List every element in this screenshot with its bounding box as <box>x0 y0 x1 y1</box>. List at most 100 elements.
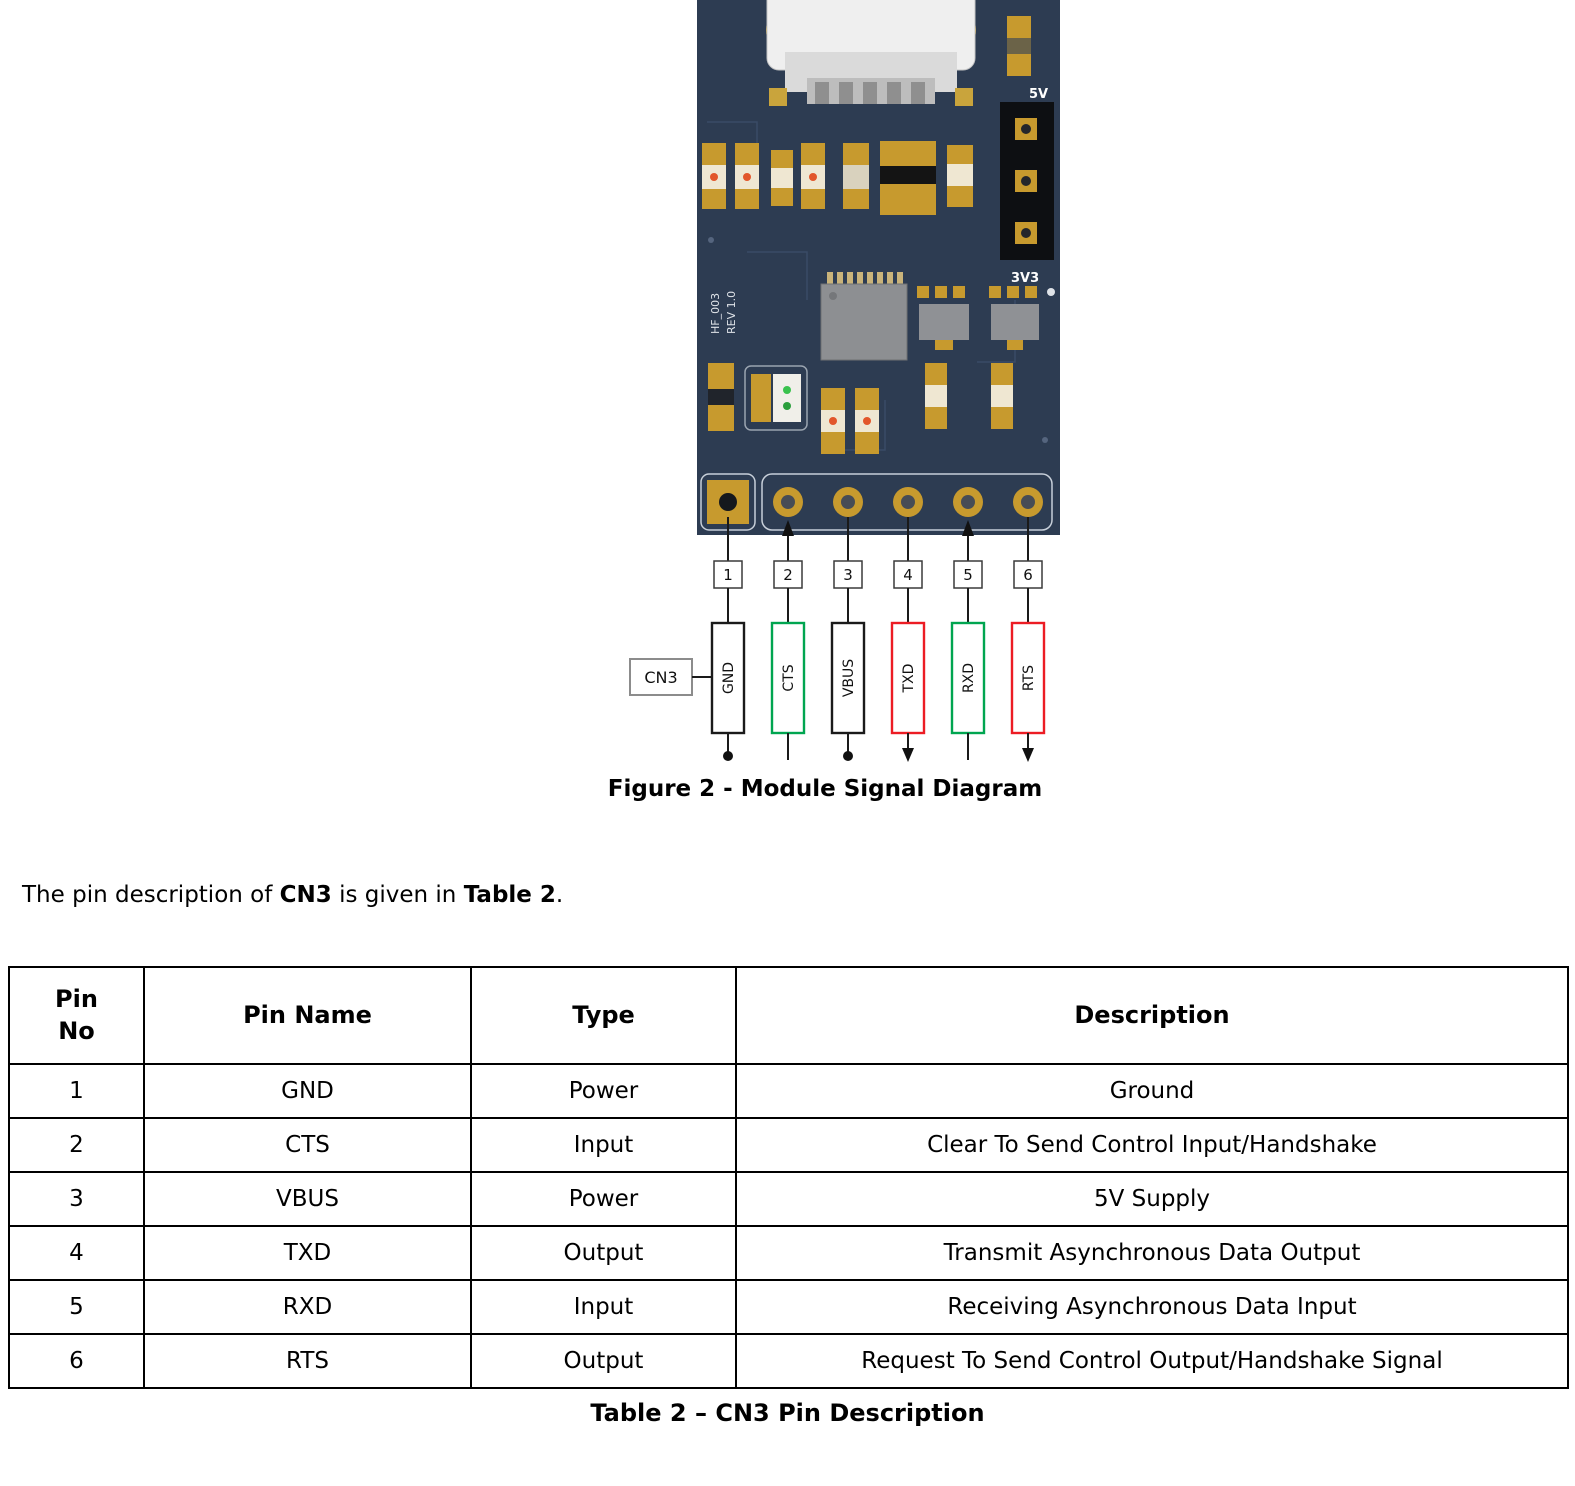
pin-column-2: 2 CTS <box>770 520 806 760</box>
pin-column-1: 1 GND <box>710 517 746 761</box>
table-header-row: Pin No Pin Name Type Description <box>8 966 1569 1065</box>
table-row-5: 5 RXD Input Receiving Asynchronous Data … <box>8 1278 1569 1335</box>
pin-label-box <box>830 621 866 735</box>
pin-label: VBUS <box>841 659 857 697</box>
cell-pin-no: 1 <box>8 1062 145 1119</box>
silkscreen-revision: REV 1.0 <box>725 291 738 334</box>
cell-description: Transmit Asynchronous Data Output <box>735 1224 1569 1281</box>
pin-number-box <box>953 560 983 589</box>
status-led <box>773 374 801 422</box>
cell-type: Output <box>470 1224 737 1281</box>
cell-pin-name: CTS <box>143 1116 472 1173</box>
pin-label: RTS <box>1021 665 1037 691</box>
pad-pin-3 <box>833 487 863 517</box>
cell-type: Power <box>470 1170 737 1227</box>
cell-type: Input <box>470 1278 737 1335</box>
transistor-2 <box>989 286 1039 350</box>
pad-pin-2 <box>773 487 803 517</box>
pin-column-3: 3 VBUS <box>830 517 866 761</box>
via <box>1047 288 1055 296</box>
table-row-3: 3 VBUS Power 5V Supply <box>8 1170 1569 1227</box>
lower-components <box>708 363 1013 454</box>
intro-text-1: The pin description of <box>22 882 280 908</box>
cell-pin-no: 3 <box>8 1170 145 1227</box>
table-caption: Table 2 – CN3 Pin Description <box>590 1398 985 1427</box>
cell-type: Power <box>470 1062 737 1119</box>
input-arrow-icon <box>782 520 794 536</box>
intro-paragraph: The pin description of CN3 is given in T… <box>22 882 1575 908</box>
power-terminal-dot <box>843 751 853 761</box>
cell-pin-name: GND <box>143 1062 472 1119</box>
cell-description: Receiving Asynchronous Data Input <box>735 1278 1569 1335</box>
cn3-label-text: CN3 <box>644 668 677 687</box>
table2-reference: Table 2 <box>463 882 556 908</box>
cell-type: Output <box>470 1332 737 1389</box>
module-signal-figure: 5V 3V3 HF_003 REV 1.0 <box>545 0 1105 802</box>
cell-pin-name: RXD <box>143 1278 472 1335</box>
cn3-connector-label: CN3 <box>629 658 712 696</box>
input-arrow-icon <box>962 520 974 536</box>
cell-description: Ground <box>735 1062 1569 1119</box>
cell-description: Request To Send Control Output/Handshake… <box>735 1332 1569 1389</box>
cell-pin-no: 2 <box>8 1116 145 1173</box>
cell-type: Input <box>470 1116 737 1173</box>
pin-number: 2 <box>783 566 793 584</box>
pad-pin-4 <box>893 487 923 517</box>
pin-number: 4 <box>903 566 913 584</box>
passive-components-row <box>702 141 973 215</box>
cell-description: Clear To Send Control Input/Handshake <box>735 1116 1569 1173</box>
pin-label: CTS <box>781 664 797 691</box>
cn3-reference: CN3 <box>279 882 332 908</box>
figure-caption: Figure 2 - Module Signal Diagram <box>607 776 1043 802</box>
cell-pin-no: 4 <box>8 1224 145 1281</box>
pin-number-box <box>713 560 743 589</box>
cell-description: 5V Supply <box>735 1170 1569 1227</box>
pin-number-box <box>1013 560 1043 589</box>
pin-label-box <box>770 621 806 735</box>
cell-pin-no: 5 <box>8 1278 145 1335</box>
output-arrow-icon <box>1022 748 1034 762</box>
pad-pin-1 <box>700 473 756 531</box>
power-terminal-dot <box>723 751 733 761</box>
pin-number-box <box>773 560 803 589</box>
pin-header-3pin <box>1000 102 1054 260</box>
pin-number: 6 <box>1023 566 1033 584</box>
pin-column-4: 4 TXD <box>890 517 926 762</box>
pin-label: GND <box>721 662 737 694</box>
pin-number: 3 <box>843 566 853 584</box>
pin-number: 1 <box>723 566 733 584</box>
pin-number: 5 <box>963 566 973 584</box>
cell-pin-no: 6 <box>8 1332 145 1389</box>
pad-pin-5 <box>953 487 983 517</box>
intro-text-3: . <box>555 882 564 908</box>
silkscreen-part-number: HF_003 <box>709 293 722 334</box>
pin-description-table: Pin No Pin Name Type Description 1 GND P… <box>8 966 1569 1389</box>
usb-connector <box>766 0 976 106</box>
header-description: Description <box>735 966 1569 1065</box>
header-pin-name: Pin Name <box>143 966 472 1065</box>
connector-pads <box>700 473 1053 531</box>
pin-label-box <box>1010 621 1046 735</box>
header-type: Type <box>470 966 737 1065</box>
cell-pin-name: TXD <box>143 1224 472 1281</box>
pad-pin-6 <box>1013 487 1043 517</box>
module-signal-diagram: 5V 3V3 HF_003 REV 1.0 <box>629 0 1060 762</box>
pin-column-6: 6 RTS <box>1010 517 1046 762</box>
cell-pin-name: VBUS <box>143 1170 472 1227</box>
cell-pin-name: RTS <box>143 1332 472 1389</box>
pin-column-5: 5 RXD <box>950 520 986 760</box>
header-pin-no-label: Pin No <box>55 985 98 1046</box>
table-row-4: 4 TXD Output Transmit Asynchronous Data … <box>8 1224 1569 1281</box>
label-5v: 5V <box>1029 87 1048 102</box>
table-row-1: 1 GND Power Ground <box>8 1062 1569 1119</box>
header-pin-no: Pin No <box>8 966 145 1065</box>
transistor-1 <box>917 286 969 350</box>
intro-text-2: is given in <box>331 882 464 908</box>
pcb-module: 5V 3V3 HF_003 REV 1.0 <box>697 0 1060 535</box>
table-row-6: 6 RTS Output Request To Send Control Out… <box>8 1332 1569 1389</box>
pin-label: TXD <box>901 664 917 694</box>
label-3v3: 3V3 <box>1011 271 1039 286</box>
output-arrow-icon <box>902 748 914 762</box>
smd-component-topright <box>1007 16 1031 76</box>
table-row-2: 2 CTS Input Clear To Send Control Input/… <box>8 1116 1569 1173</box>
